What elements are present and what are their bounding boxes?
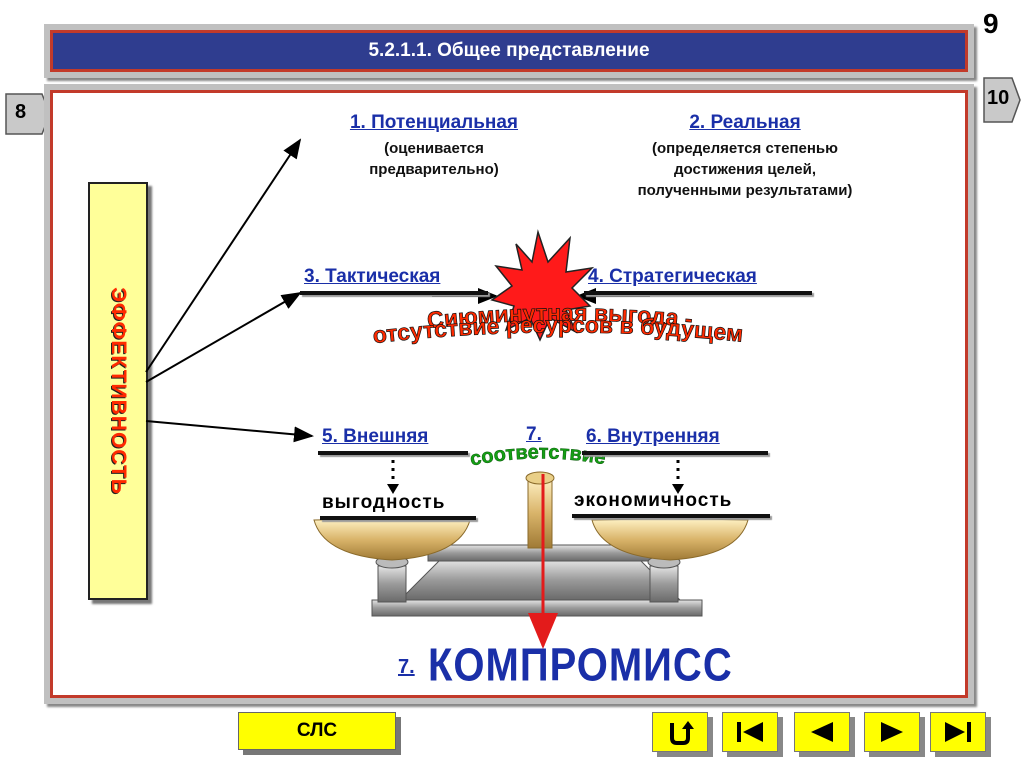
first-slide-icon: [737, 722, 763, 742]
real-note-line1: (определяется степенью: [652, 140, 838, 157]
internal-result: экономичность: [574, 490, 733, 511]
potential-label[interactable]: 1. Потенциальная: [349, 112, 519, 133]
last-slide-icon: [945, 722, 971, 742]
next-slide-label: 10: [987, 87, 1010, 109]
previous-slide-icon: [811, 722, 833, 742]
real-label[interactable]: 2. Реальная: [689, 112, 801, 133]
strategic-underline-bar: [584, 291, 812, 295]
internal-label[interactable]: 6. Внутренняя: [586, 426, 720, 447]
tactical-underline-bar: [300, 291, 488, 295]
first-slide-button[interactable]: [722, 712, 778, 752]
correspondence-number[interactable]: 7.: [526, 424, 542, 445]
internal-underline-bar: [582, 451, 768, 455]
slide-title: 5.2.1.1. Общее представление: [50, 30, 968, 72]
prev-slide-label: 8: [15, 101, 27, 123]
compromise-number[interactable]: 7.: [398, 656, 415, 678]
return-button[interactable]: [652, 712, 708, 752]
next-slide-button[interactable]: [864, 712, 920, 752]
real-note-line3: полученными результатами): [637, 182, 853, 199]
strategic-label[interactable]: 4. Стратегическая: [588, 266, 757, 287]
external-result: выгодность: [322, 492, 446, 513]
real-group: 2. Реальная (определяется степенью дости…: [590, 112, 900, 201]
tactical-label[interactable]: 3. Тактическая: [304, 266, 441, 287]
potential-note-line1: (оценивается: [384, 140, 484, 157]
potential-note-line2: предварительно): [369, 161, 499, 178]
title-bar: 5.2.1.1. Общее представление: [44, 24, 974, 78]
potential-group: 1. Потенциальная (оценивается предварите…: [322, 112, 546, 180]
effectiveness-box: ЭФФЕКТИВНОСТЬ: [88, 182, 148, 600]
previous-slide-button[interactable]: [794, 712, 850, 752]
internal-result-bar: [572, 514, 770, 518]
page-number: 9: [983, 8, 999, 39]
next-arrow-shape: [983, 77, 1021, 123]
external-underline-bar: [318, 451, 468, 455]
balance-scale-icon: [313, 471, 749, 617]
external-result-bar: [320, 516, 476, 520]
return-icon: [670, 721, 694, 745]
last-slide-button[interactable]: [930, 712, 986, 752]
real-note-line2: достижения целей,: [673, 161, 816, 178]
next-slide-nav[interactable]: 10: [982, 76, 1022, 124]
next-slide-icon: [881, 722, 903, 742]
conflict-text-line1: Сиюминутная выгода -: [425, 299, 694, 334]
slc-button[interactable]: СЛС: [238, 712, 396, 750]
svg-text:Сиюминутная выгода -: Сиюминутная выгода -: [426, 299, 694, 333]
explosion-icon: [490, 229, 595, 342]
compromise-word: компромисс: [428, 640, 733, 691]
external-label[interactable]: 5. Внешняя: [322, 426, 429, 447]
